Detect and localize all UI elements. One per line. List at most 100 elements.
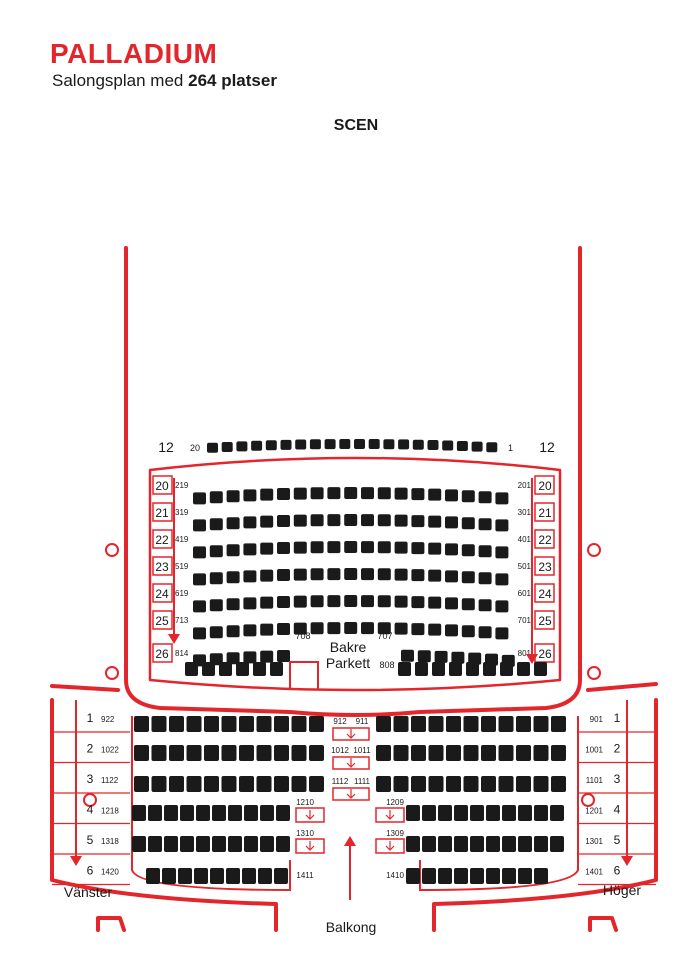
seat[interactable]	[193, 627, 206, 640]
seat[interactable]	[204, 745, 219, 761]
seat[interactable]	[256, 776, 272, 792]
seat[interactable]	[309, 716, 324, 732]
seat[interactable]	[270, 662, 283, 676]
seat[interactable]	[209, 545, 223, 558]
seat[interactable]	[239, 776, 254, 792]
seat[interactable]	[551, 776, 566, 792]
seat[interactable]	[243, 651, 257, 664]
seat[interactable]	[438, 805, 452, 821]
seat[interactable]	[146, 868, 160, 884]
seat[interactable]	[148, 805, 162, 821]
seat[interactable]	[502, 868, 516, 884]
seat[interactable]	[438, 868, 452, 884]
seat[interactable]	[226, 652, 240, 665]
seat[interactable]	[204, 776, 219, 792]
seat[interactable]	[422, 836, 436, 852]
seat[interactable]	[428, 542, 442, 555]
seat[interactable]	[478, 491, 492, 504]
seat[interactable]	[260, 805, 274, 821]
seat[interactable]	[243, 597, 257, 610]
seat[interactable]	[442, 440, 454, 451]
seat[interactable]	[209, 491, 223, 504]
seat[interactable]	[478, 518, 492, 531]
seat[interactable]	[209, 572, 223, 585]
seat[interactable]	[309, 745, 324, 761]
seat[interactable]	[428, 716, 444, 732]
seat[interactable]	[132, 836, 146, 852]
seat[interactable]	[377, 595, 391, 608]
seat[interactable]	[470, 805, 484, 821]
seat[interactable]	[428, 515, 442, 528]
seat[interactable]	[226, 625, 240, 638]
seat[interactable]	[310, 487, 324, 500]
seat[interactable]	[376, 716, 391, 732]
seat[interactable]	[251, 440, 263, 451]
seat[interactable]	[446, 745, 461, 761]
seat[interactable]	[394, 595, 408, 608]
seat[interactable]	[185, 662, 198, 676]
seat[interactable]	[256, 745, 272, 761]
seat[interactable]	[277, 623, 290, 636]
seat[interactable]	[454, 805, 468, 821]
seat[interactable]	[169, 745, 184, 761]
seat[interactable]	[344, 514, 358, 526]
seat[interactable]	[432, 662, 445, 676]
seat[interactable]	[551, 745, 566, 761]
seat[interactable]	[376, 745, 391, 761]
seat[interactable]	[550, 805, 564, 821]
seat[interactable]	[236, 441, 248, 452]
seat[interactable]	[411, 569, 425, 582]
seat[interactable]	[361, 541, 374, 554]
seat[interactable]	[478, 599, 492, 612]
seat[interactable]	[422, 868, 436, 884]
seat[interactable]	[291, 776, 307, 792]
seat[interactable]	[293, 514, 307, 527]
seat[interactable]	[411, 596, 425, 609]
seat[interactable]	[466, 662, 479, 676]
seat[interactable]	[517, 662, 530, 676]
seat[interactable]	[495, 546, 509, 559]
seat[interactable]	[204, 716, 219, 732]
seat[interactable]	[239, 745, 254, 761]
seat[interactable]	[293, 595, 307, 608]
seat[interactable]	[309, 776, 324, 792]
seat[interactable]	[500, 662, 513, 676]
seat[interactable]	[394, 622, 408, 635]
seat[interactable]	[401, 649, 414, 662]
seat[interactable]	[134, 716, 149, 732]
seat[interactable]	[277, 569, 290, 582]
seat[interactable]	[361, 514, 374, 527]
seat[interactable]	[186, 745, 202, 761]
seat[interactable]	[226, 544, 240, 557]
seat[interactable]	[243, 624, 257, 637]
seat[interactable]	[277, 515, 290, 528]
seat[interactable]	[495, 627, 509, 640]
seat[interactable]	[169, 776, 184, 792]
seat[interactable]	[260, 650, 274, 663]
seat[interactable]	[468, 652, 482, 665]
seat[interactable]	[239, 716, 254, 732]
seat[interactable]	[516, 776, 531, 792]
seat[interactable]	[550, 836, 564, 852]
seat[interactable]	[260, 623, 274, 636]
seat[interactable]	[463, 745, 479, 761]
seat[interactable]	[534, 805, 548, 821]
seat[interactable]	[253, 662, 266, 676]
seat[interactable]	[411, 745, 426, 761]
seat[interactable]	[406, 868, 420, 884]
seat[interactable]	[518, 805, 532, 821]
seat[interactable]	[219, 662, 232, 676]
seat[interactable]	[534, 868, 548, 884]
seat[interactable]	[461, 625, 475, 638]
seat[interactable]	[265, 440, 277, 451]
seat[interactable]	[498, 716, 514, 732]
seat[interactable]	[212, 836, 226, 852]
seat[interactable]	[291, 745, 307, 761]
seat[interactable]	[169, 716, 184, 732]
seat[interactable]	[260, 515, 274, 528]
seat[interactable]	[310, 568, 324, 581]
seat[interactable]	[221, 745, 237, 761]
seat[interactable]	[186, 776, 202, 792]
seat[interactable]	[164, 836, 178, 852]
seat[interactable]	[134, 745, 149, 761]
